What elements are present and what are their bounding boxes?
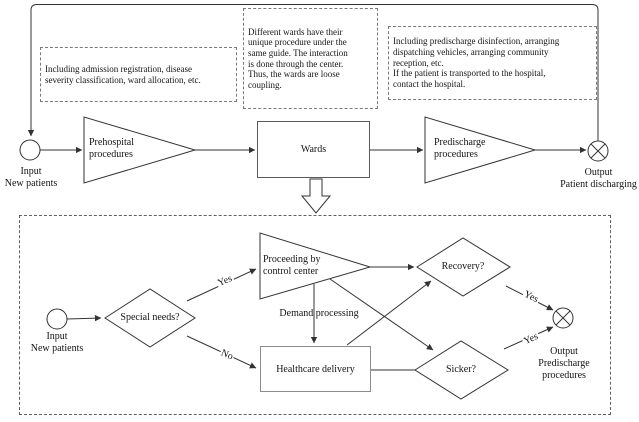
- input-label-top: Input New patients: [4, 166, 58, 189]
- proceeding-triangle: [259, 232, 372, 300]
- annotation-prehospital-text: Including admission registration, diseas…: [45, 63, 201, 85]
- recovery-diamond: [416, 237, 511, 297]
- output-label-top: Output Patient discharging: [560, 167, 637, 190]
- annotation-wards-text: Different wards have their unique proced…: [248, 26, 348, 90]
- subprocess-container: [19, 215, 611, 415]
- arrow-subinput-to-specialneeds: [66, 314, 102, 322]
- feedback-loop-line: [27, 4, 599, 141]
- output-node-icon: [587, 140, 609, 162]
- arrow-healthcare-to-recovery: [346, 280, 432, 346]
- proceeding-label: Proceeding by control center: [263, 254, 321, 277]
- sub-output-node-icon: [552, 307, 574, 329]
- block-arrow-down-icon: [300, 178, 332, 214]
- prehospital-triangle: [83, 116, 197, 184]
- demand-processing-label: Demand processing: [279, 308, 359, 319]
- wards-label: Wards: [300, 144, 327, 155]
- sicker-diamond: [414, 340, 509, 400]
- input-node-icon: [19, 139, 41, 161]
- annotation-prehospital-note: Including admission registration, diseas…: [40, 47, 237, 102]
- arrow-proceeding-to-sicker: [329, 278, 434, 351]
- healthcare-delivery-box: Healthcare delivery: [260, 346, 371, 392]
- healthcare-delivery-label: Healthcare delivery: [276, 363, 355, 375]
- recovery-label: Recovery?: [441, 261, 485, 272]
- sicker-label: Sicker?: [446, 364, 476, 375]
- special-needs-label: Special needs?: [120, 312, 180, 323]
- predischarge-label: Predischarge procedures: [434, 137, 486, 160]
- input-label-bottom: Input New patients: [30, 331, 84, 354]
- wards-box: Wards: [257, 121, 370, 178]
- predischarge-triangle: [424, 116, 537, 184]
- output-label-bottom: Output Predischarge procedures: [538, 346, 590, 381]
- special-needs-diamond: [104, 288, 196, 348]
- annotation-wards-note: Different wards have their unique proced…: [243, 8, 378, 109]
- annotation-predischarge-text: Including predischarge disinfection, arr…: [393, 36, 560, 89]
- annotation-predischarge-note: Including predischarge disinfection, arr…: [388, 26, 597, 100]
- prehospital-label: Prehospital procedures: [89, 137, 134, 160]
